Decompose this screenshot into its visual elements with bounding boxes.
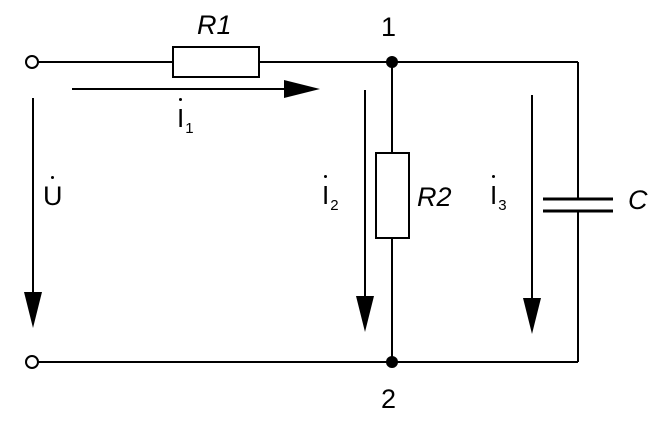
- node-1-label: 1: [381, 12, 397, 42]
- current-i3-index: 3: [498, 197, 507, 214]
- current-i1-index: 1: [185, 120, 194, 137]
- current-i1-symbol: I: [177, 98, 185, 133]
- r2-label: R2: [417, 182, 452, 212]
- node-2-label: 2: [381, 384, 397, 414]
- arrow-i2-head: [356, 296, 374, 332]
- current-i3-symbol: I: [490, 175, 498, 210]
- arrow-u-head: [24, 292, 42, 328]
- node-2-dot: [386, 356, 398, 368]
- current-i2-index: 2: [330, 197, 339, 214]
- current-i2-symbol: I: [322, 175, 330, 210]
- arrow-i3-head: [523, 298, 541, 334]
- resistor-r2: [375, 152, 410, 239]
- voltage-symbol: U: [43, 176, 63, 211]
- node-1-dot: [386, 56, 398, 68]
- r1-label: R1: [197, 10, 232, 40]
- current-i2-label: I2: [322, 175, 339, 214]
- current-i1-label: I1: [177, 98, 194, 137]
- capacitor-label: C: [628, 185, 648, 215]
- terminal-bottom: [25, 355, 39, 369]
- resistor-r1: [172, 46, 260, 78]
- arrow-i1-head: [284, 80, 320, 98]
- current-i3-label: I3: [490, 175, 507, 214]
- voltage-label: U: [43, 176, 63, 211]
- terminal-top: [25, 55, 39, 69]
